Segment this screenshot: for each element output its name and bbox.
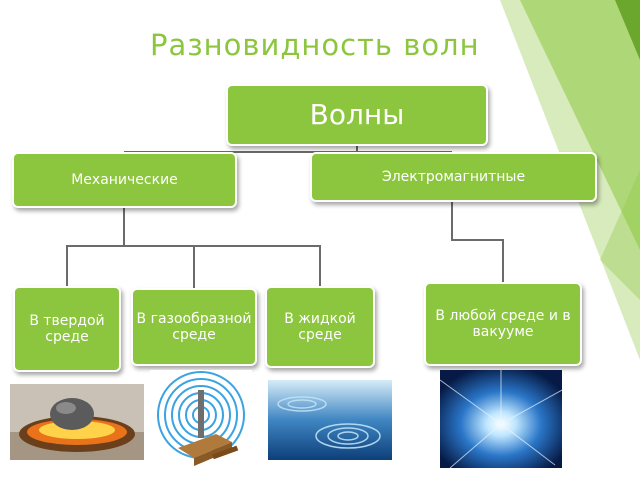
node-solid-medium: В твердой среде	[13, 286, 121, 372]
node-any-medium-vacuum: В любой среде и в вакууме	[424, 282, 582, 366]
electromagnetic-label: Электромагнитные	[381, 168, 526, 185]
liquid-label: В жидкой среде	[284, 310, 356, 343]
node-mechanical: Механические	[12, 152, 237, 208]
meteor-impact-image	[10, 384, 144, 460]
light-burst-image	[440, 370, 562, 468]
solid-label: В твердой среде	[29, 312, 105, 345]
node-electromagnetic: Электромагнитные	[310, 152, 597, 202]
any-label: В любой среде и в вакууме	[435, 307, 571, 340]
root-label: Волны	[309, 97, 405, 131]
mechanical-label: Механические	[71, 171, 178, 188]
root-node-waves: Волны	[226, 84, 488, 146]
node-liquid-medium: В жидкой среде	[265, 286, 375, 368]
page-title: Разновидность волн	[150, 28, 480, 62]
water-ripples-image	[268, 380, 392, 460]
radio-waves-image	[150, 370, 252, 470]
gas-label: В газообразной среде	[136, 310, 252, 343]
node-gas-medium: В газообразной среде	[131, 288, 257, 366]
